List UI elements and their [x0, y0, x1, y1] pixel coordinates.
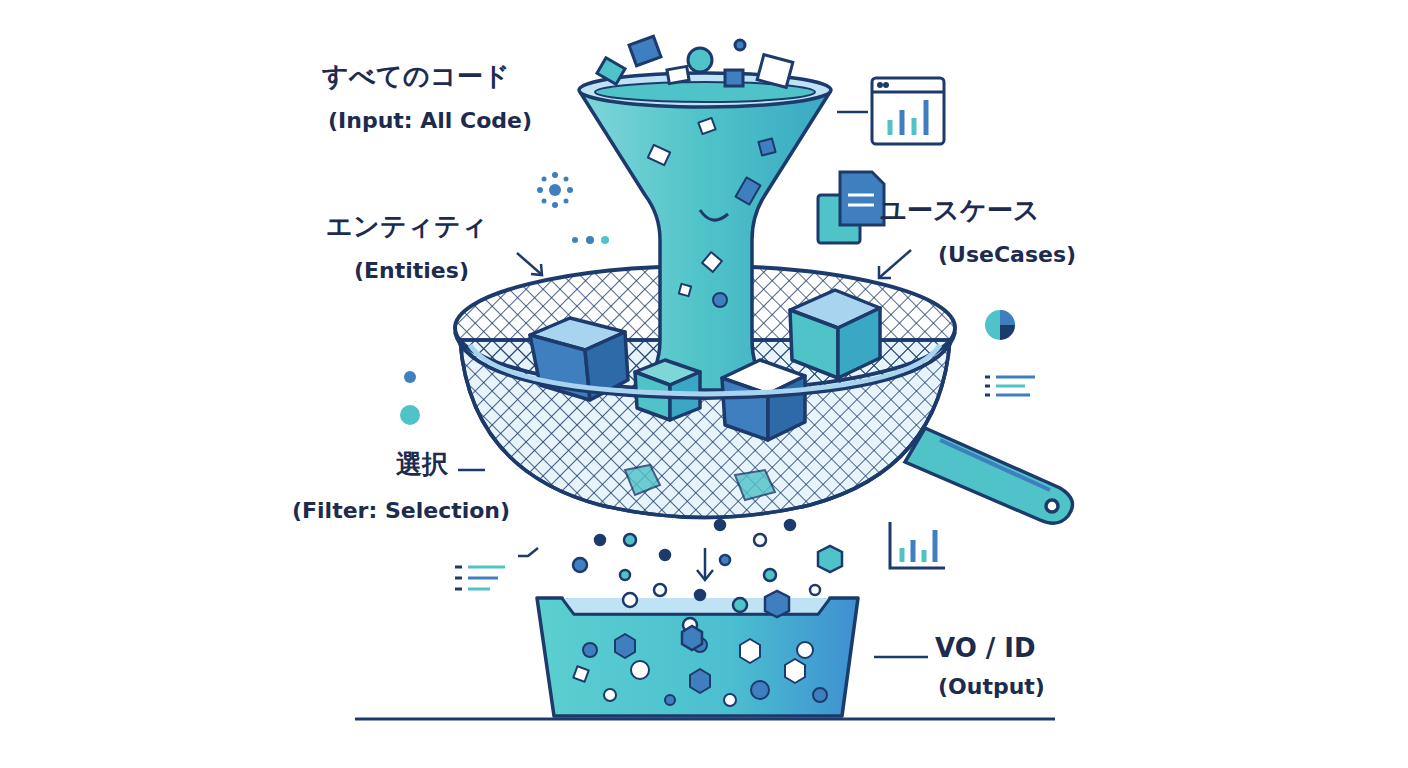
input-subtitle: (Input: All Code): [328, 108, 532, 133]
falling-particles: [573, 520, 842, 650]
flying-pieces: [597, 36, 793, 87]
output-heading: VO / ID: [935, 634, 1036, 664]
strainer-handle: [905, 428, 1073, 523]
output-tray: [537, 598, 858, 716]
usecases-heading: ユースケース: [880, 196, 1040, 226]
entities-subtitle: (Entities): [354, 258, 469, 283]
leader-lines: [458, 112, 928, 657]
entities-heading: エンティティ: [326, 212, 488, 242]
input-heading: すべてのコード: [322, 62, 510, 92]
usecases-subtitle: (UseCases): [938, 242, 1076, 267]
filter-heading: 選択: [396, 450, 448, 480]
strainer-rim-front: [455, 332, 955, 398]
cubes: [530, 290, 880, 440]
output-subtitle: (Output): [938, 674, 1045, 699]
ground-line: [355, 719, 1055, 720]
filter-subtitle: (Filter: Selection): [292, 498, 510, 523]
